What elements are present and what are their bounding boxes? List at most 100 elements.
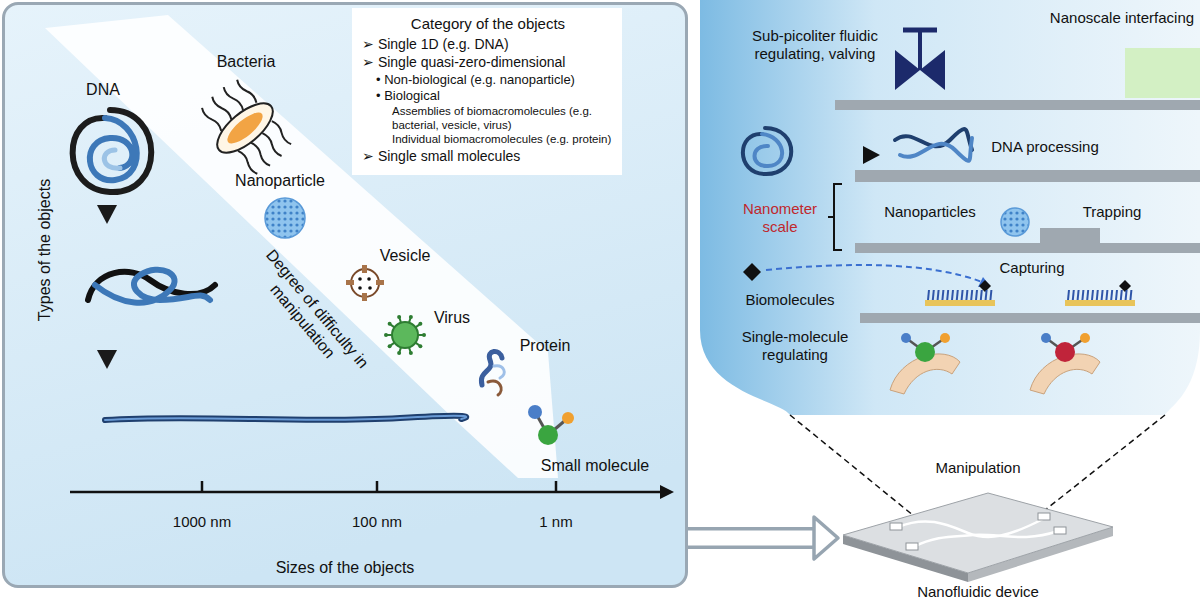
regulated-molecule xyxy=(1041,333,1051,343)
object-label: Bacteria xyxy=(217,52,276,71)
device-caption: Nanofluidic device xyxy=(917,583,1039,601)
capture-surface xyxy=(962,290,963,300)
tick-label: 100 nm xyxy=(352,513,402,531)
capture-surface xyxy=(1106,290,1107,300)
capture-surface xyxy=(933,290,934,300)
dna-coil xyxy=(73,110,152,192)
capture-surface xyxy=(1130,290,1131,300)
protein-icon xyxy=(481,351,504,395)
capture-surface xyxy=(947,290,948,300)
function-label: Sub-picoliter fluidic regulating, valvin… xyxy=(738,27,893,63)
function-label: Biomolecules xyxy=(745,291,834,309)
object-label: Vesicle xyxy=(380,246,431,265)
category-subsubitem: Individual biomacromolecules (e.g. prote… xyxy=(392,133,614,147)
capture-surface xyxy=(938,290,939,300)
device-plate xyxy=(838,455,1118,605)
virus-icon xyxy=(388,344,392,348)
capture-surface xyxy=(986,290,987,300)
zoom-leader xyxy=(790,415,925,525)
virus-icon xyxy=(418,344,422,348)
dna-tangle xyxy=(88,270,215,303)
scale-bracket xyxy=(834,184,842,250)
left-panel-ground xyxy=(3,3,687,587)
capture-surface xyxy=(952,290,953,300)
vesicle-icon xyxy=(362,265,367,273)
capture-surface xyxy=(1078,290,1079,300)
nanoparticle-icon xyxy=(265,198,305,238)
dna-processed xyxy=(895,129,972,161)
zoom-leader xyxy=(1030,415,1165,522)
dna-coil-small xyxy=(743,128,791,174)
bacteria-icon xyxy=(223,108,267,149)
function-label: Single-molecule regulating xyxy=(723,328,868,364)
device-plate xyxy=(913,531,1058,547)
vesicle-icon xyxy=(358,277,362,281)
channel-wall xyxy=(855,170,1200,182)
valve-symbol xyxy=(920,50,945,90)
capture-surface xyxy=(942,290,943,300)
protein-icon xyxy=(494,366,504,378)
capture-surface xyxy=(1073,290,1074,300)
vesicle-icon xyxy=(376,280,384,285)
category-item: ➢ Single 1D (e.g. DNA) xyxy=(362,36,614,53)
device-plate xyxy=(843,493,1113,573)
right-triangle xyxy=(863,146,880,164)
regulated-molecule xyxy=(1055,342,1075,362)
virus-icon xyxy=(397,351,401,355)
virus-icon xyxy=(409,351,413,355)
down-triangle xyxy=(97,350,117,369)
tick-label: 1 nm xyxy=(539,513,572,531)
function-label: Capturing xyxy=(999,259,1064,277)
function-label: Nanoscale interfacing xyxy=(1050,9,1194,27)
category-item: ➢ Single small molecules xyxy=(362,148,614,165)
vesicle-icon xyxy=(368,286,372,290)
object-label: DNA xyxy=(86,80,120,99)
tick-label: 1000 nm xyxy=(173,513,231,531)
nanoparticle-icon xyxy=(265,198,305,238)
capture-surface xyxy=(1092,290,1093,300)
capture-surface xyxy=(981,290,982,300)
capture-arrow xyxy=(766,265,990,287)
axis-title: Types of the objects xyxy=(35,179,54,321)
dna-stretched xyxy=(105,416,466,420)
valve-symbol xyxy=(918,30,922,70)
valve-symbol xyxy=(895,50,920,90)
small-molecule-icon xyxy=(538,425,558,445)
scale-label: Nanometer scale xyxy=(734,200,826,236)
regulated-molecule xyxy=(1080,333,1090,343)
vesicle-icon xyxy=(367,277,371,281)
virus-icon xyxy=(397,315,401,319)
size-axis xyxy=(660,485,674,499)
device-plate xyxy=(1054,527,1066,534)
device-plate xyxy=(890,523,902,530)
category-box: Category of the objects➢ Single 1D (e.g.… xyxy=(352,8,622,175)
dna-stretched xyxy=(105,416,466,420)
small-molecule-icon xyxy=(528,405,542,419)
capture-surface xyxy=(1116,290,1117,300)
device-plate xyxy=(906,543,918,550)
dna-coil xyxy=(90,118,137,180)
transfer-arrow xyxy=(688,527,816,549)
object-label: Protein xyxy=(520,336,571,355)
size-axis xyxy=(70,491,662,494)
dna-coil xyxy=(73,110,152,192)
dna-stretched xyxy=(105,416,466,420)
capture-surface xyxy=(966,290,967,300)
zoom-panel xyxy=(700,0,1200,415)
vesicle-icon xyxy=(346,265,384,301)
capture-surface xyxy=(1068,290,1069,300)
scale-bracket xyxy=(828,184,842,250)
scale-bracket xyxy=(828,216,834,218)
left-panel-ground xyxy=(3,3,687,587)
virus-icon xyxy=(384,333,388,337)
transfer-arrow xyxy=(688,531,816,546)
channel-wall xyxy=(855,243,1200,253)
transfer-arrow xyxy=(688,517,838,559)
biomolecule-diamond xyxy=(743,263,761,281)
capture-surface xyxy=(990,290,991,300)
regulated-molecule xyxy=(915,342,935,362)
down-triangle xyxy=(97,205,117,224)
protein-icon xyxy=(488,381,501,395)
vesicle-icon xyxy=(351,269,379,297)
capture-surface xyxy=(1065,300,1135,306)
